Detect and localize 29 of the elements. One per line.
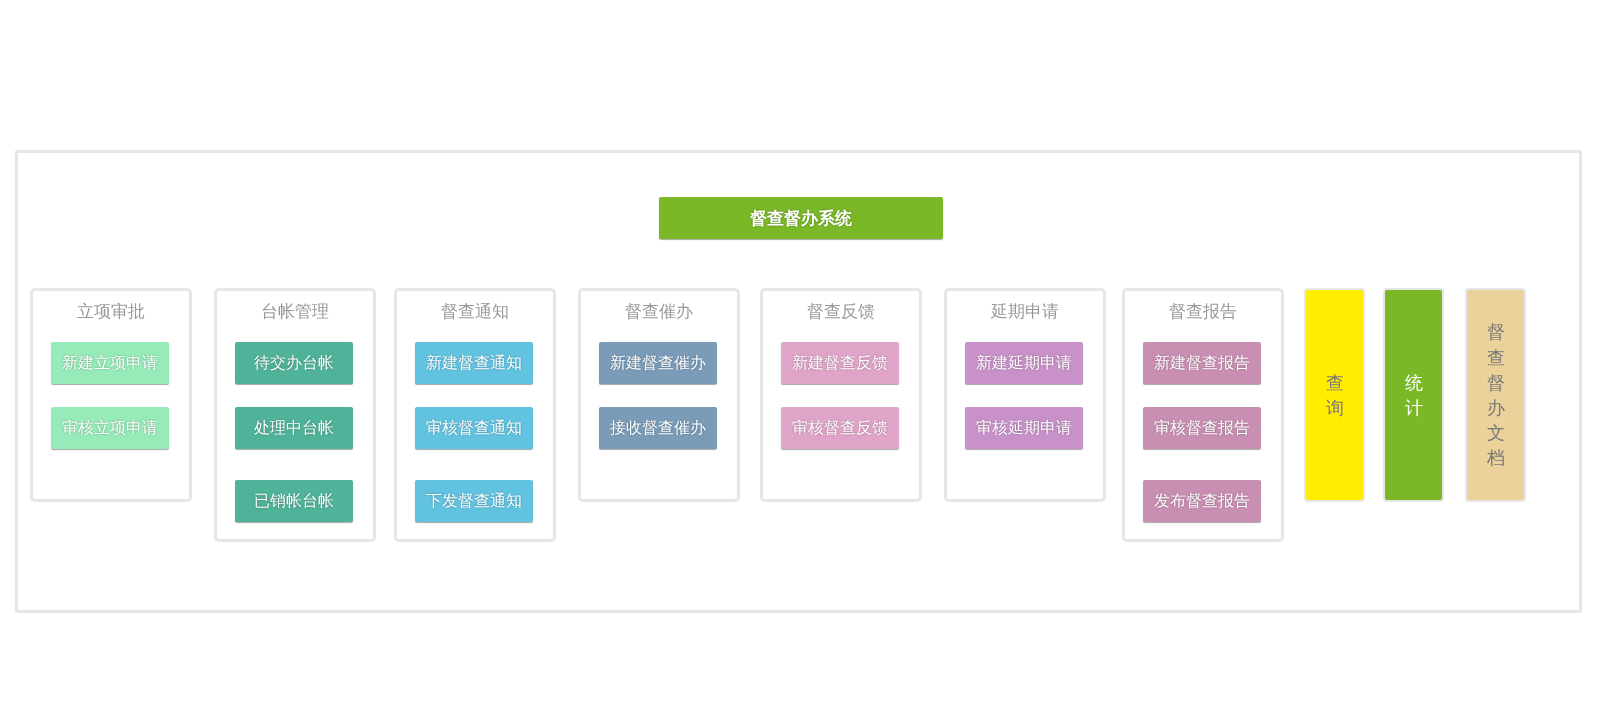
function-button: 审核督查通知 (415, 407, 533, 449)
function-button: 新建延期申请 (965, 342, 1083, 384)
panel-heading: 延期申请 (990, 300, 1060, 323)
panel-heading: 督查反馈 (806, 300, 876, 323)
function-button: 新建督查催办 (599, 342, 717, 384)
function-button: 新建立项申请 (51, 342, 169, 384)
function-button: 下发督查通知 (415, 480, 533, 522)
panel-heading: 督查报告 (1168, 300, 1238, 323)
module-button: 督查督办文档 (1465, 288, 1526, 502)
function-button: 接收督查催办 (599, 407, 717, 449)
function-button: 待交办台帐 (235, 342, 353, 384)
function-button: 已销帐台帐 (235, 480, 353, 522)
panel-heading: 督查催办 (624, 300, 694, 323)
function-button: 发布督查报告 (1143, 480, 1261, 522)
function-button: 新建督查报告 (1143, 342, 1261, 384)
system-frame (15, 150, 1582, 613)
function-button: 审核督查反馈 (781, 407, 899, 449)
function-button: 新建督查通知 (415, 342, 533, 384)
panel-heading: 督查通知 (440, 300, 510, 323)
function-button: 新建督查反馈 (781, 342, 899, 384)
panel-heading: 立项审批 (76, 300, 146, 323)
function-button: 审核立项申请 (51, 407, 169, 449)
function-button: 审核督查报告 (1143, 407, 1261, 449)
function-button: 审核延期申请 (965, 407, 1083, 449)
module-button: 统计 (1383, 288, 1444, 502)
function-button: 处理中台帐 (235, 407, 353, 449)
module-button: 查询 (1304, 288, 1365, 502)
panel-heading: 台帐管理 (260, 300, 330, 323)
function-button: 督查督办系统 (659, 197, 943, 239)
